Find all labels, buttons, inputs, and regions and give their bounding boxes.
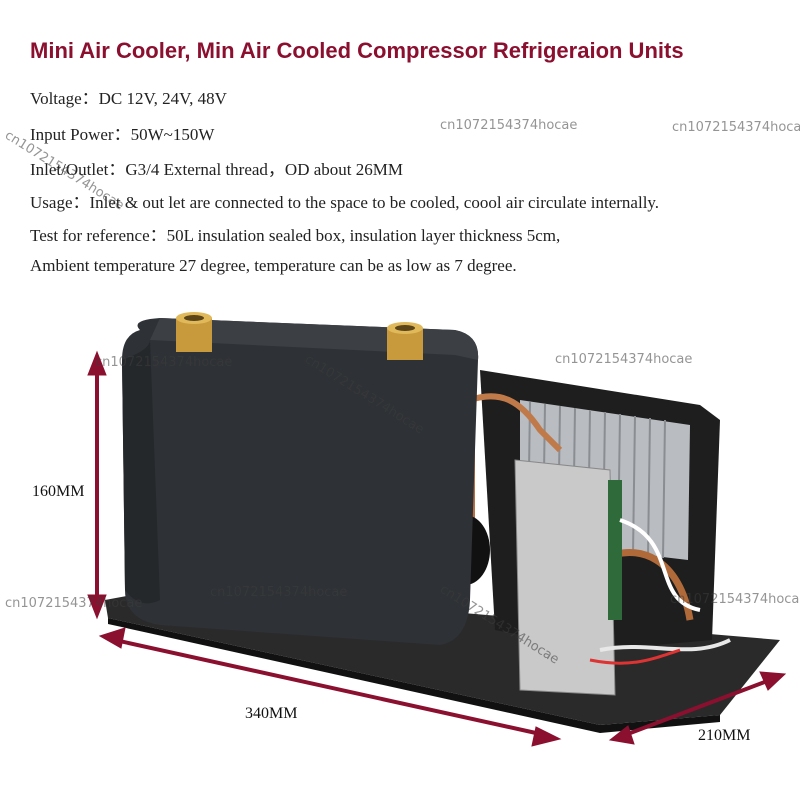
watermark: cn1072154374hocae	[5, 596, 143, 611]
width-label: 210MM	[698, 727, 751, 744]
spec-inlet-outlet: Inlet/Outlet：G3/4 External thread，OD abo…	[30, 160, 403, 179]
circuit-board	[608, 480, 622, 620]
spec-ambient: Ambient temperature 27 degree, temperatu…	[30, 256, 517, 275]
height-arrow	[87, 350, 107, 620]
watermark: cn1072154374hocae	[210, 585, 348, 600]
watermark: cn1072154374hocae	[555, 352, 693, 367]
controller-bracket	[514, 459, 616, 696]
spec-voltage: Voltage：DC 12V, 24V, 48V	[30, 89, 227, 108]
height-label: 160MM	[32, 483, 85, 500]
length-label: 340MM	[245, 705, 298, 722]
copper-tube	[469, 393, 563, 453]
watermark: cn1072154374hocae	[440, 118, 578, 133]
page-title: Mini Air Cooler, Min Air Cooled Compress…	[30, 38, 684, 63]
watermark: cn1072154374hocae	[95, 355, 233, 370]
watermark: cn1072154374hocae	[670, 592, 800, 607]
watermark: cn1072154374hocae	[672, 120, 800, 135]
spec-test-reference: Test for reference：50L insulation sealed…	[30, 226, 561, 245]
spec-usage: Usage：Inlet & out let are connected to t…	[30, 193, 660, 212]
evaporator-box	[122, 318, 479, 645]
outlet-fitting	[387, 322, 423, 360]
length-arrow	[98, 627, 562, 747]
width-arrow	[608, 671, 787, 745]
inlet-fitting	[176, 312, 212, 352]
spec-input-power: Input Power：50W~150W	[30, 125, 215, 144]
